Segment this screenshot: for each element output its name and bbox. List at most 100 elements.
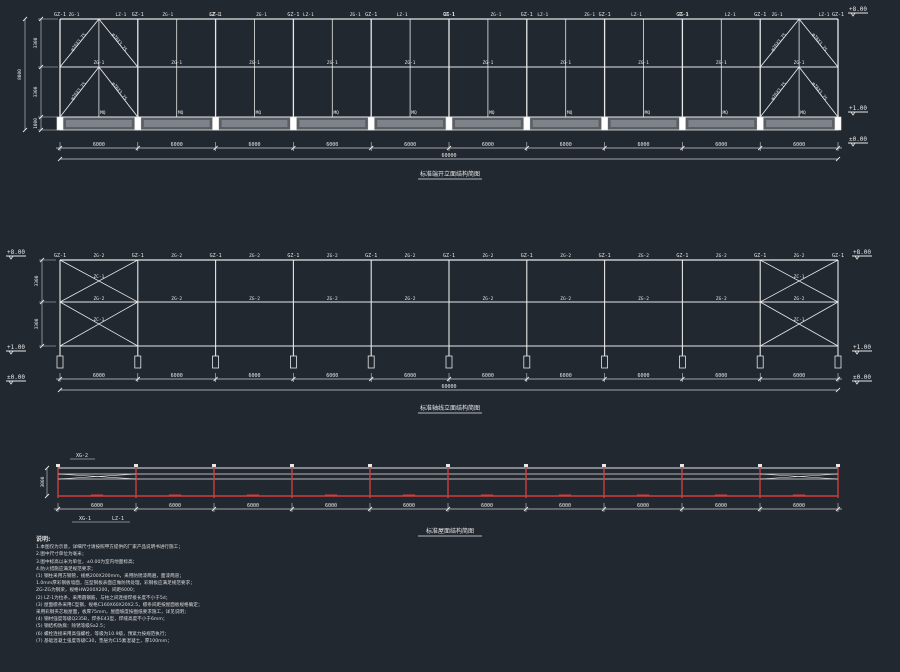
elev-top-triangle xyxy=(850,12,856,17)
column-label: GZ-1 xyxy=(832,253,844,259)
wall-hatch xyxy=(766,120,832,127)
top-beam-label: ZG-1 xyxy=(256,12,267,18)
v-dim-value: 3300 xyxy=(33,86,39,97)
span-dim-value: 6000 xyxy=(482,142,494,148)
brace xyxy=(59,66,100,118)
span-dim-value: 6000 xyxy=(247,503,259,509)
span-dim-tick-8 xyxy=(680,145,685,151)
roof-brace xyxy=(57,473,137,480)
span-dim-tick-0 xyxy=(57,145,63,151)
top-beam-label: LZ-1 xyxy=(537,12,548,18)
top-beam-label: ZG-2 xyxy=(249,253,260,259)
wall-hatch xyxy=(610,120,677,127)
span-dim-tick-8 xyxy=(680,376,685,382)
span-dim-value: 6000 xyxy=(637,142,649,148)
span-dim-tick-9 xyxy=(757,506,763,512)
wall-label: MQ xyxy=(722,110,728,116)
span-dim-value: 6000 xyxy=(481,503,493,509)
span-dim-value: 6000 xyxy=(560,142,572,148)
column-label: GZ-1 xyxy=(365,12,377,18)
column-base-2 xyxy=(212,116,219,131)
span-dim-tick-7 xyxy=(601,506,607,512)
elev-mid-right: +1.00 xyxy=(853,344,871,351)
top-beam-label: ZG-2 xyxy=(794,253,805,259)
wall-label: MQ xyxy=(411,110,417,116)
mid-beam-label: ZG-2 xyxy=(638,296,649,302)
elev-mid-right-triangle xyxy=(854,350,860,355)
mid-beam-label: ZG-1 xyxy=(638,60,649,66)
top-beam-label: ZG-2 xyxy=(327,253,338,259)
brace-label: φ76X3.75 xyxy=(110,81,128,102)
top-beam-label: ZG-1 xyxy=(444,12,455,18)
column-label: GZ-1 xyxy=(443,12,455,18)
brace-label: φ76X3.75 xyxy=(810,81,828,102)
top-beam-label: ZG-2 xyxy=(171,253,182,259)
mid-beam-label: ZG-1 xyxy=(93,60,104,66)
column-label: GZ-1 xyxy=(210,12,222,18)
top-beam-label: ZG-1 xyxy=(772,12,783,18)
span-dim-value: 6000 xyxy=(482,373,494,379)
rafter-cap-6 xyxy=(524,464,528,467)
note-line: (4) 钢材强度等级Q235B，焊条E43型，焊缝高度不小于6mm； xyxy=(36,617,168,623)
v-dim-value: 3300 xyxy=(34,275,40,286)
lz1-label: LZ-1 xyxy=(112,516,124,522)
span-dim-tick-5 xyxy=(446,376,452,382)
column-label: GZ-1 xyxy=(754,12,766,18)
elev-top-right-triangle xyxy=(854,255,860,260)
wall-label: MQ xyxy=(567,110,573,116)
top-beam-label: ZG-1 xyxy=(584,12,595,18)
column-footing-4 xyxy=(367,355,375,369)
column-label: GZ-1 xyxy=(521,253,533,259)
span-dim-value: 6000 xyxy=(171,373,183,379)
column-label: GZ-1 xyxy=(754,253,766,259)
top-beam-label: ZG-2 xyxy=(93,253,104,259)
mid-beam-label: ZG-1 xyxy=(716,60,727,66)
v-total-tick xyxy=(22,16,28,22)
elevation2-title: 标准轴线立面结构简图 xyxy=(420,404,480,412)
span-dim-value: 6000 xyxy=(248,142,260,148)
span-dim-tick-0 xyxy=(57,376,63,382)
top-beam-label: LZ-1 xyxy=(725,12,736,18)
column-footing-0 xyxy=(56,355,64,369)
elev-top-left-triangle xyxy=(8,255,14,260)
depth-tick xyxy=(44,465,50,471)
mid-beam-label: ZG-1 xyxy=(794,60,805,66)
depth-value: 3000 xyxy=(40,476,46,487)
v-total-tick xyxy=(22,127,28,133)
span-dim-value: 6000 xyxy=(403,503,415,509)
column-base-3 xyxy=(290,116,297,131)
elev-zero: ±0.00 xyxy=(849,136,867,143)
column-label: GZ-1 xyxy=(676,253,688,259)
rafter-cap-1 xyxy=(134,464,138,467)
rafter-cap-5 xyxy=(446,464,450,467)
column-base-8 xyxy=(679,116,686,131)
column-label: GZ-1 xyxy=(521,12,533,18)
span-dim-value: 6000 xyxy=(560,373,572,379)
span-dim-tick-7 xyxy=(602,145,607,151)
brace xyxy=(59,18,100,68)
wall-hatch xyxy=(221,120,288,127)
span-dim-value: 6000 xyxy=(793,503,805,509)
column-label: GZ-1 xyxy=(443,253,455,259)
span-dim-value: 6000 xyxy=(326,373,338,379)
brace xyxy=(798,18,839,68)
v-dim-tick xyxy=(38,114,44,120)
span-dim-tick-6 xyxy=(524,376,530,382)
wall-hatch xyxy=(455,120,521,127)
wall-label: MQ xyxy=(256,110,262,116)
span-dim-tick-5 xyxy=(446,145,452,151)
span-dim-value: 6000 xyxy=(715,373,727,379)
wall-label: MQ xyxy=(800,110,806,116)
column-footing-7 xyxy=(601,355,608,369)
note-line: ZG-ZG为钢梁，规格HW200X200，间距6000； xyxy=(36,588,138,594)
top-beam-label: LZ-1 xyxy=(819,12,830,18)
column-label: GZ-1 xyxy=(132,253,144,259)
depth-tick xyxy=(44,493,50,499)
top-beam-label: ZG-1 xyxy=(490,12,501,18)
span-dim-value: 6000 xyxy=(171,142,183,148)
roof-brace xyxy=(759,473,839,480)
span-dim-tick-3 xyxy=(291,145,296,151)
column-footing-10 xyxy=(834,355,842,369)
